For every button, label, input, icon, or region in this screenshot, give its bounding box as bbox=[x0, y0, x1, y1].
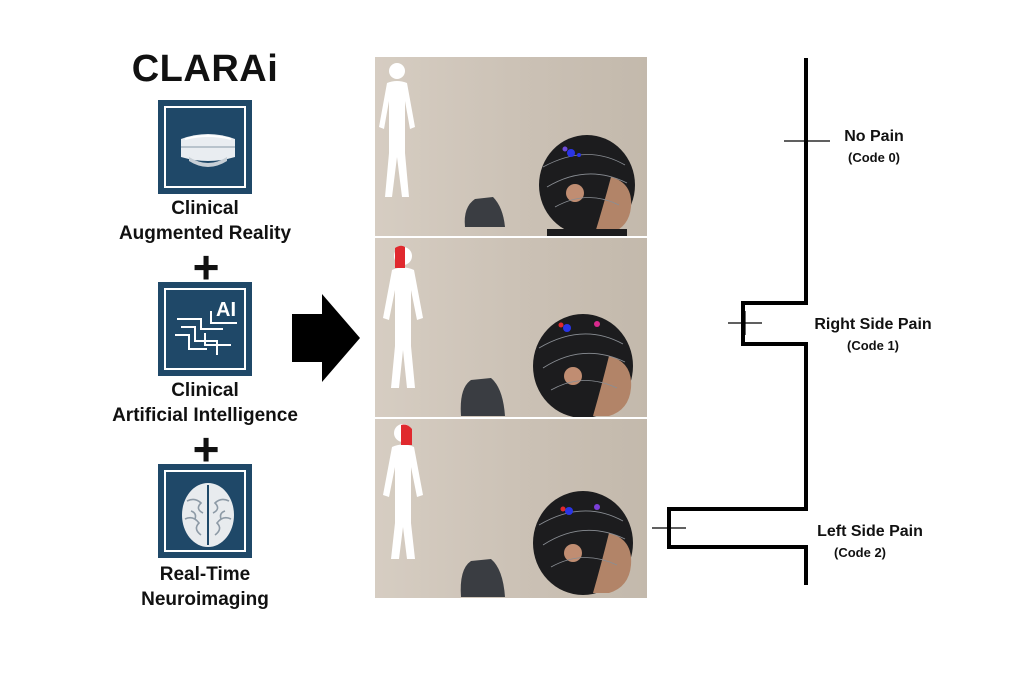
caption-neuroimaging: Real-Time Neuroimaging bbox=[75, 562, 335, 612]
patient-head bbox=[539, 135, 635, 236]
body-silhouette bbox=[379, 63, 415, 197]
caption-line: Clinical bbox=[171, 198, 239, 219]
caption-augmented-reality: Clinical Augmented Reality bbox=[75, 196, 335, 246]
pain-highlight bbox=[395, 245, 405, 268]
vr-headset-icon bbox=[158, 100, 252, 194]
state-code-0: (Code 0) bbox=[848, 150, 900, 165]
patient-frame-left-pain bbox=[375, 419, 647, 598]
patient-frame-right-pain bbox=[375, 238, 647, 417]
patient-head bbox=[533, 314, 633, 417]
diagram-title: CLARAi bbox=[131, 48, 279, 90]
state-code-1: (Code 1) bbox=[847, 338, 899, 353]
state-code-2: (Code 2) bbox=[834, 545, 886, 560]
pain-highlight bbox=[401, 424, 412, 445]
caption-artificial-intelligence: Clinical Artificial Intelligence bbox=[75, 378, 335, 428]
flow-arrow-icon bbox=[292, 294, 360, 382]
caption-line: Neuroimaging bbox=[141, 589, 269, 610]
state-label-no-pain: No Pain bbox=[844, 128, 904, 145]
caption-line: Clinical bbox=[171, 380, 239, 401]
state-label-left-side-pain: Left Side Pain bbox=[817, 523, 923, 540]
ai-circuit-icon: AI bbox=[158, 282, 252, 376]
body-silhouette bbox=[383, 247, 423, 388]
state-label-right-side-pain: Right Side Pain bbox=[814, 316, 932, 333]
brain-icon bbox=[158, 464, 252, 558]
patient-head bbox=[533, 491, 633, 595]
pain-state-trace bbox=[652, 58, 830, 585]
caption-line: Augmented Reality bbox=[118, 223, 292, 244]
caption-line: Artificial Intelligence bbox=[112, 405, 298, 426]
patient-frame-no-pain bbox=[375, 57, 647, 236]
ai-label: AI bbox=[216, 299, 236, 321]
caption-line: Real-Time bbox=[159, 564, 251, 585]
